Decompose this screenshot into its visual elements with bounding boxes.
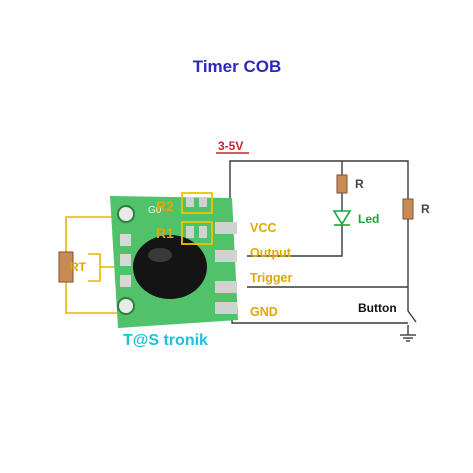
pin-label-output: Output xyxy=(250,246,292,260)
dark-wires xyxy=(229,160,417,342)
rt-resistor xyxy=(58,251,74,283)
cob-board: G0 xyxy=(110,192,238,328)
r1-label: R1 xyxy=(156,225,174,241)
cob-epoxy-highlight xyxy=(148,248,172,262)
pad-left-3 xyxy=(120,275,131,287)
pullup-resistor xyxy=(402,198,414,220)
supply-label: 3-5V xyxy=(218,139,243,153)
led-symbol xyxy=(332,210,352,226)
r2-highlight-box xyxy=(181,192,213,214)
r1-highlight-box xyxy=(181,221,213,245)
pad-left-2 xyxy=(120,254,131,266)
mount-hole-bottom xyxy=(117,297,135,315)
mount-hole-top xyxy=(117,205,135,223)
pad-r2-a xyxy=(186,197,194,207)
led-resistor xyxy=(336,174,348,194)
r2-label: R2 xyxy=(156,198,174,214)
pin-label-trigger: Trigger xyxy=(250,271,293,285)
brand-watermark: T@S tronik xyxy=(123,332,208,349)
led-resistor-label: R xyxy=(355,177,364,191)
led-label: Led xyxy=(358,212,379,226)
pad-gnd xyxy=(215,302,237,314)
yellow-wires xyxy=(65,216,130,314)
rt-label: RT xyxy=(70,260,87,274)
button-label: Button xyxy=(358,301,397,315)
board-silk-text: G0 xyxy=(148,205,162,216)
pin-label-gnd: GND xyxy=(250,305,278,319)
pad-trigger xyxy=(215,281,237,293)
pad-r2-b xyxy=(199,197,207,207)
pullup-resistor-label: R xyxy=(421,202,430,216)
pad-output xyxy=(215,250,237,262)
pad-left-1 xyxy=(120,234,131,246)
pin-label-vcc: VCC xyxy=(250,221,276,235)
pad-r1-b xyxy=(199,226,207,238)
diagram-title: Timer COB xyxy=(193,57,282,76)
pad-r1-a xyxy=(186,226,194,238)
pad-vcc xyxy=(215,222,237,234)
